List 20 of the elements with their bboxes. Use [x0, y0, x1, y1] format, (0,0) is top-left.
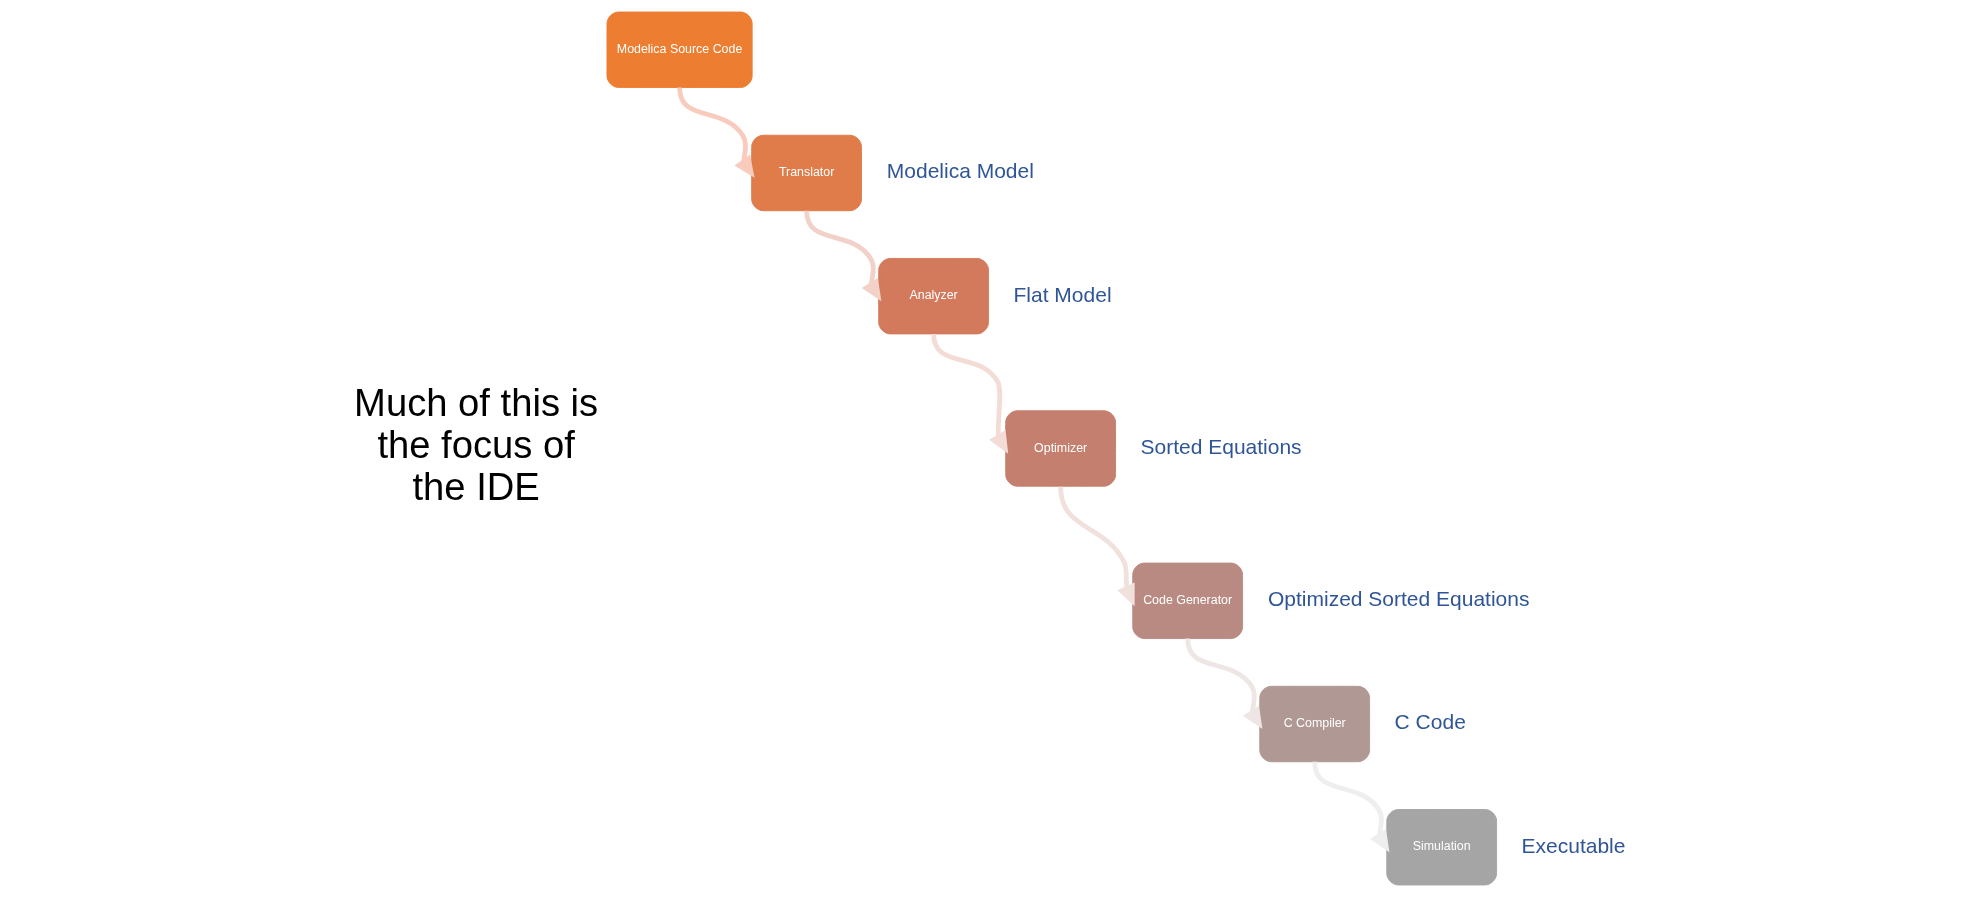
arrow [930, 333, 1008, 454]
node-label: Executable [1521, 833, 1625, 857]
node-box: C Compiler [1258, 685, 1370, 763]
arrow [1057, 486, 1135, 607]
node-label: C Code [1394, 710, 1466, 734]
arrow [676, 87, 755, 178]
node-label: Sorted Equations [1140, 434, 1302, 458]
node-box: Analyzer [877, 257, 989, 335]
label: Much of this is the focus of the IDE [353, 381, 598, 509]
arrow [1184, 638, 1262, 730]
node-box: Translator [750, 134, 862, 212]
node-label: Optimized Sorted Equations [1267, 587, 1529, 611]
node-box: Code Generator [1131, 562, 1243, 640]
node-box: Optimizer [1004, 410, 1116, 487]
node-box: Modelica Source Code [606, 11, 753, 88]
node-label: Flat Model [1013, 282, 1112, 306]
node-label: Modelica Model [886, 159, 1034, 183]
arrow [803, 210, 881, 302]
arrow [1311, 761, 1389, 853]
node-box: Simulation [1385, 809, 1497, 886]
